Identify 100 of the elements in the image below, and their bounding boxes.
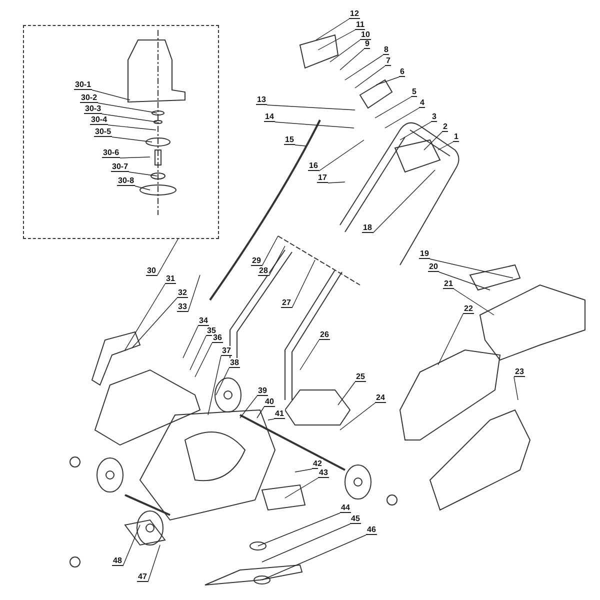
leader-line bbox=[438, 142, 454, 150]
leader-line bbox=[316, 18, 350, 40]
leader-line bbox=[300, 340, 320, 370]
callout-number: 46 bbox=[366, 525, 377, 535]
leader-line bbox=[294, 468, 312, 472]
leader-line bbox=[284, 478, 318, 498]
callout-number: 45 bbox=[350, 514, 361, 524]
callout-number: 20 bbox=[428, 262, 439, 272]
leader-line bbox=[454, 288, 494, 316]
leader-line bbox=[328, 182, 346, 184]
callout-number: 35 bbox=[206, 326, 217, 336]
leader-line bbox=[318, 30, 356, 50]
callout-number: 9 bbox=[364, 39, 370, 49]
callout-number: 17 bbox=[317, 173, 328, 183]
callout-number: 14 bbox=[264, 112, 275, 122]
callout-number: 13 bbox=[256, 95, 267, 105]
leader-line bbox=[92, 90, 130, 100]
leader-line bbox=[292, 260, 316, 308]
callout-number: 30 bbox=[146, 266, 157, 276]
callout-number: 30-1 bbox=[74, 80, 92, 90]
callout-number: 42 bbox=[312, 459, 323, 469]
callout-number: 34 bbox=[198, 316, 209, 326]
callout-number: 10 bbox=[360, 30, 371, 40]
leader-line bbox=[148, 544, 160, 582]
callout-number: 29 bbox=[251, 256, 262, 266]
callout-number: 30-4 bbox=[90, 115, 108, 125]
leader-line bbox=[108, 124, 156, 130]
leader-line bbox=[430, 258, 514, 278]
leader-line bbox=[208, 356, 222, 416]
callout-number: 1 bbox=[453, 132, 460, 142]
leader-line bbox=[124, 284, 166, 350]
callout-number: 11 bbox=[355, 20, 366, 30]
leader-line bbox=[258, 512, 340, 546]
callout-number: 3 bbox=[431, 112, 438, 122]
leader-line bbox=[424, 132, 442, 150]
callout-number: 30-2 bbox=[80, 93, 98, 103]
leader-line bbox=[256, 406, 264, 418]
leader-line bbox=[262, 524, 350, 562]
callout-number: 47 bbox=[137, 572, 148, 582]
leader-line bbox=[438, 314, 464, 366]
callout-number: 48 bbox=[112, 556, 123, 566]
leader-line bbox=[120, 156, 150, 158]
leader-line bbox=[156, 238, 178, 276]
callout-number: 38 bbox=[229, 358, 240, 368]
callout-number: 30-8 bbox=[117, 176, 136, 186]
leader-line bbox=[240, 396, 258, 418]
leader-line bbox=[132, 298, 178, 348]
callout-number: 30-5 bbox=[94, 127, 112, 137]
leader-line bbox=[262, 236, 278, 266]
callout-number: 6 bbox=[399, 67, 406, 77]
leader-line bbox=[266, 104, 356, 110]
callout-number: 5 bbox=[411, 87, 418, 97]
leader-line bbox=[216, 368, 230, 396]
callout-number: 4 bbox=[419, 98, 426, 108]
callout-number: 2 bbox=[442, 122, 448, 132]
leader-line bbox=[98, 102, 158, 114]
callout-number: 15 bbox=[284, 135, 295, 145]
callout-number: 18 bbox=[362, 223, 373, 233]
leader-line bbox=[330, 40, 360, 62]
callout-number: 19 bbox=[419, 249, 430, 259]
leader-line bbox=[376, 76, 400, 86]
leader-line bbox=[182, 326, 198, 358]
leader-line bbox=[338, 382, 356, 406]
callout-number: 32 bbox=[177, 288, 188, 298]
leader-line bbox=[340, 48, 364, 70]
leader-line bbox=[374, 96, 412, 118]
leader-line bbox=[340, 402, 376, 430]
callout-number: 30-6 bbox=[102, 148, 120, 158]
callout-number: 12 bbox=[349, 9, 360, 19]
callout-number: 7 bbox=[385, 56, 392, 66]
leader-line bbox=[344, 54, 384, 80]
leader-line bbox=[112, 136, 152, 142]
callout-number: 30-3 bbox=[84, 104, 102, 114]
leader-line bbox=[268, 418, 274, 420]
leader-line bbox=[128, 172, 158, 176]
callout-number: 27 bbox=[281, 298, 292, 308]
callout-number: 44 bbox=[340, 503, 351, 513]
leader-line bbox=[268, 246, 286, 276]
leader-line bbox=[294, 144, 306, 146]
callout-number: 30-7 bbox=[111, 162, 130, 172]
callout-number: 43 bbox=[318, 468, 329, 478]
leader-line bbox=[194, 342, 212, 378]
leader-line bbox=[102, 114, 158, 122]
callout-number: 22 bbox=[463, 304, 474, 314]
callout-number: 16 bbox=[308, 161, 319, 171]
callout-number: 28 bbox=[258, 266, 269, 276]
callout-number: 41 bbox=[274, 409, 285, 419]
callout-number: 31 bbox=[165, 274, 176, 284]
inset-frame bbox=[23, 25, 219, 239]
leader-line bbox=[372, 170, 436, 234]
leader-line bbox=[134, 186, 150, 190]
leader-line bbox=[188, 274, 200, 312]
callout-number: 39 bbox=[257, 386, 268, 396]
leader-line bbox=[122, 524, 140, 566]
callout-number: 36 bbox=[212, 333, 223, 343]
leader-line bbox=[190, 336, 206, 370]
leader-line bbox=[400, 122, 432, 140]
callout-number: 33 bbox=[177, 302, 188, 312]
callout-number: 24 bbox=[375, 393, 386, 403]
callout-number: 26 bbox=[319, 330, 330, 340]
